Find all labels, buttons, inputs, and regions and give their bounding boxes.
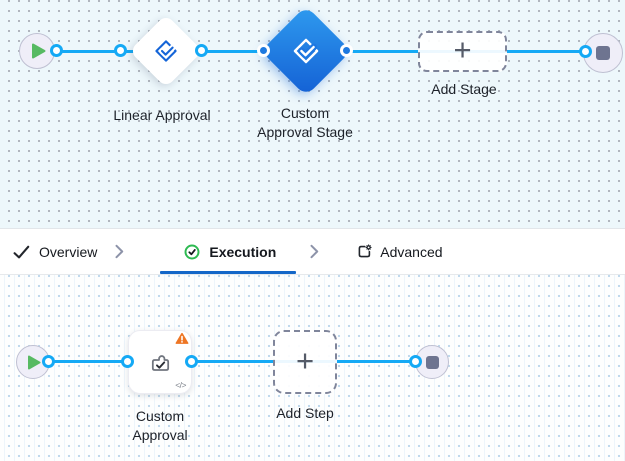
approval-stage-icon — [293, 38, 319, 64]
check-circle-icon — [184, 244, 200, 259]
stage-start-node[interactable] — [19, 33, 55, 69]
tab-label: Overview — [39, 243, 98, 260]
port[interactable] — [409, 355, 422, 368]
stage-node-custom-approval-stage[interactable] — [260, 5, 352, 97]
stage-node-linear-approval[interactable] — [129, 14, 203, 88]
stage-label-add-stage: Add Stage — [431, 81, 497, 97]
stop-icon — [425, 355, 439, 369]
port[interactable] — [114, 44, 127, 57]
stage-end-node[interactable] — [583, 33, 623, 73]
warning-icon — [175, 332, 189, 345]
step-wire — [49, 360, 417, 363]
port[interactable] — [340, 44, 353, 57]
tab-advanced[interactable]: Advanced — [356, 229, 443, 274]
port[interactable] — [579, 45, 592, 58]
add-step-button[interactable]: + — [273, 330, 337, 394]
code-icon: </> — [175, 380, 186, 390]
add-stage-button[interactable]: + — [418, 31, 507, 72]
tab-bar: Overview Execution — [0, 228, 625, 275]
step-node-custom-approval[interactable]: </> — [128, 330, 192, 394]
plus-icon: + — [453, 32, 472, 67]
port[interactable] — [257, 44, 270, 57]
check-icon — [13, 245, 30, 258]
chevron-right-icon — [310, 244, 319, 259]
settings-square-icon — [358, 244, 372, 258]
step-label-add-step: Add Step — [276, 405, 334, 421]
port[interactable] — [50, 44, 63, 57]
approval-task-icon — [151, 354, 169, 371]
tab-overview[interactable]: Overview — [13, 229, 97, 274]
port[interactable] — [42, 355, 55, 368]
plus-icon: + — [295, 342, 315, 378]
port[interactable] — [121, 355, 134, 368]
tab-execution[interactable]: Execution — [160, 229, 297, 274]
approval-stage-icon — [155, 40, 177, 62]
step-canvas[interactable]: </> + Custom Approval Add Step — [0, 275, 625, 461]
step-label-custom-approval: Custom Approval — [132, 408, 188, 443]
play-icon — [28, 355, 41, 369]
port[interactable] — [185, 355, 198, 368]
tab-label: Advanced — [380, 243, 443, 260]
play-icon — [31, 43, 45, 59]
chevron-right-icon — [115, 244, 124, 259]
stage-label-custom-approval-stage: Custom Approval Stage — [257, 105, 353, 140]
step-end-node[interactable] — [415, 345, 449, 379]
stop-icon — [596, 46, 610, 60]
stage-canvas[interactable]: + Linear Approval Custom Approval Stage … — [0, 0, 625, 228]
tab-label: Execution — [209, 243, 277, 260]
stage-label-linear-approval: Linear Approval — [113, 107, 211, 123]
port[interactable] — [195, 44, 208, 57]
